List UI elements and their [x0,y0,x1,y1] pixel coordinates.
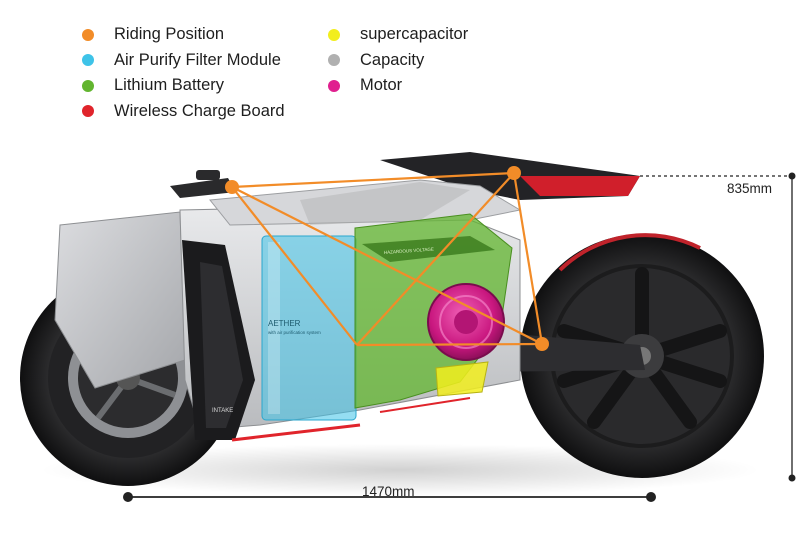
legend-label: Motor [360,76,403,95]
legend-label: Air Purify Filter Module [114,50,281,69]
capacity-dot [328,54,340,67]
riding-position-point-seat [507,166,521,180]
legend-label: Lithium Battery [114,76,225,95]
length-dimension-left-end [123,492,133,502]
battery-label-plate [362,236,495,262]
filter-caption-text: with air purification system [268,330,321,335]
length-dimension-right-end [646,492,656,502]
riding-position-geometry [231,171,544,347]
legend-label: Wireless Charge Board [114,101,285,120]
legend-item-capacity: Capacity [328,48,468,74]
legend-item-supercapacitor: supercapacitor [328,22,468,48]
legend-item-riding-position: Riding Position [82,22,285,48]
riding-position-dot [82,28,94,41]
motor-dot [328,79,340,92]
wireless-charge-board-strip [231,423,361,442]
supercapacitor-area [435,361,489,397]
tail-light [520,176,640,196]
mirror [196,170,220,180]
legend-left-column: Riding Position Air Purify Filter Module… [82,22,285,124]
legend-label: Capacity [360,50,425,69]
wireless-charge-board-strip-2 [379,397,471,413]
air-purify-filter-module-dot [82,54,94,67]
filter-brand-text: AETHER [268,319,301,328]
legend-item-lithium-battery: Lithium Battery [82,73,285,99]
supercapacitor-dot [328,28,340,41]
motor [427,283,505,361]
height-dimension-top-end [788,172,796,180]
legend-label: supercapacitor [360,25,469,44]
length-dimension-label: 1470mm [362,484,415,499]
legend-item-air-purify-filter-module: Air Purify Filter Module [82,48,285,74]
capacity-area [300,182,470,225]
battery-warning-text: HAZARDOUS VOLTAGE [384,247,434,255]
lithium-battery-dot [82,79,94,92]
legend-label: Riding Position [114,25,225,44]
side-intake-accent [200,262,243,428]
height-dimension-label: 835mm [727,181,773,196]
wireless-charge-board-dot [82,105,94,118]
legend-item-motor: Motor [328,73,468,99]
intake-text: INTAKE [212,408,233,414]
riding-position-point-footpeg [535,337,549,351]
air-filter-highlight [268,242,280,414]
height-dimension-bottom-end [788,474,796,482]
front-fairing [54,211,186,389]
handlebar [170,178,236,198]
legend-item-wireless-charge-board: Wireless Charge Board [82,99,285,125]
riding-position-point-handlebar [225,180,239,194]
legend-right-column: supercapacitor Capacity Motor [328,22,468,99]
